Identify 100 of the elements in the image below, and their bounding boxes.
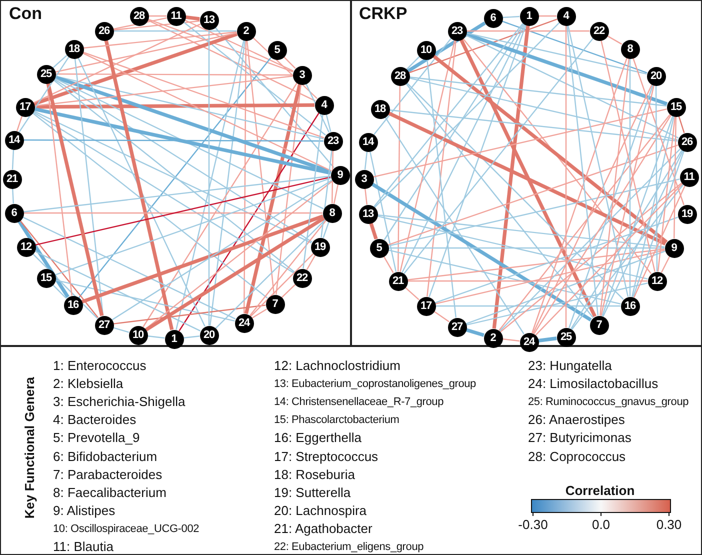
correlation-line [500,182,682,332]
genus-label: 19: Sutterella [274,484,351,501]
genus-label: 28: Coprococcus [528,448,626,464]
correlation-line [388,250,621,304]
genus-label: 24: Limosilactobacillus [528,376,658,392]
numbered-node: 2 [484,328,502,348]
panel-title: Con [9,4,42,24]
numbered-node: 25 [36,64,56,84]
genus-label: 14: Christensenellaceae_R-7_group [274,395,444,410]
correlation-line [252,37,318,99]
network-panel [0,0,352,347]
correlation-line [374,23,524,207]
correlation-line [148,18,294,72]
numbered-node: 1 [164,330,184,348]
correlation-line [466,282,648,326]
correlation-line [142,82,298,328]
correlation-line [112,327,130,333]
correlation-line [633,185,686,298]
correlation-line [364,151,368,170]
correlation-line [602,150,684,317]
correlation-line [74,58,104,316]
correlation-line [306,254,316,270]
tick-label: 0.30 [656,517,682,533]
correlation-line [408,280,648,282]
numbered-node: 20 [200,326,218,344]
correlation-line [34,250,201,332]
correlation-line [466,32,647,74]
correlation-line [632,58,684,206]
numbered-node: 11 [166,6,186,26]
correlation-line [55,32,237,73]
correlation-line [436,305,620,307]
correlation-line [113,17,167,30]
correlation-line [305,83,330,133]
correlation-line [406,82,624,300]
genus-label: 22: Eubacterium_eligens_group [274,540,424,555]
correlation-line [678,116,685,134]
correlation-line [405,83,594,318]
correlation-line [145,216,325,332]
numbered-node: 25 [556,328,576,346]
numbered-node: 13 [358,204,378,224]
genus-label: 10: Oscillospiraceae_UCG-002 [53,522,200,537]
numbered-node: 27 [448,318,466,336]
correlation-line [283,56,296,69]
correlation-line [208,30,210,326]
correlation-line [34,107,332,175]
genus-label: 7: Parabacteroides [53,466,162,483]
correlation-line [600,58,630,316]
panel-title: CRKP [359,4,408,24]
correlation-line [535,183,683,336]
correlation-line [54,178,332,276]
correlation-line [32,111,294,274]
correlation-line [250,253,314,317]
correlation-line [148,15,166,17]
correlation-line [12,188,14,204]
numbered-node: 10 [416,40,436,60]
correlation-line [434,310,450,322]
genus-label: 1: Enterococcus [53,358,146,374]
numbered-node: 13 [200,10,218,30]
correlation-line [567,25,629,297]
correlation-line [383,256,394,274]
correlation-line [407,248,665,280]
numbered-node: 18 [370,100,390,118]
numbered-node: 26 [94,22,114,40]
numbered-node: 18 [64,40,84,58]
numbered-node: 24 [234,314,254,332]
genus-label: 17: Streptococcus [274,448,378,464]
correlation-line [113,304,266,324]
numbered-node: 5 [268,40,286,60]
correlation-line [388,178,680,246]
correlation-line [400,40,456,272]
scale-title: Correlation [565,483,635,499]
numbered-node: 28 [390,66,410,86]
correlation-line [183,21,326,136]
numbered-node: 4 [556,6,576,26]
correlation-line [502,338,520,342]
correlation-line [46,82,104,316]
correlation-line [281,284,296,298]
correlation-line [81,214,324,304]
correlation-line [52,284,67,299]
correlation-line [246,40,275,295]
correlation-line [570,150,682,330]
correlation-line [462,38,652,274]
correlation-line [492,25,530,329]
correlation-line [538,15,556,17]
correlation-line [33,32,238,106]
correlation-line [184,19,294,72]
genus-label: 6: Bifidobacterium [53,448,158,464]
genus-label: 23: Hungatella [528,358,612,374]
correlation-line [466,328,484,337]
correlation-line [113,20,200,31]
correlation-line [78,57,272,298]
numbered-node: 6 [4,204,24,222]
legend-heading: Key Functional Genera [22,377,38,519]
correlation-line [502,16,520,18]
correlation-line [402,24,526,273]
correlation-line [32,112,268,299]
numbered-node: 16 [620,296,640,316]
numbered-node: 9 [664,238,684,258]
correlation-line [384,24,524,240]
correlation-line [377,214,665,248]
